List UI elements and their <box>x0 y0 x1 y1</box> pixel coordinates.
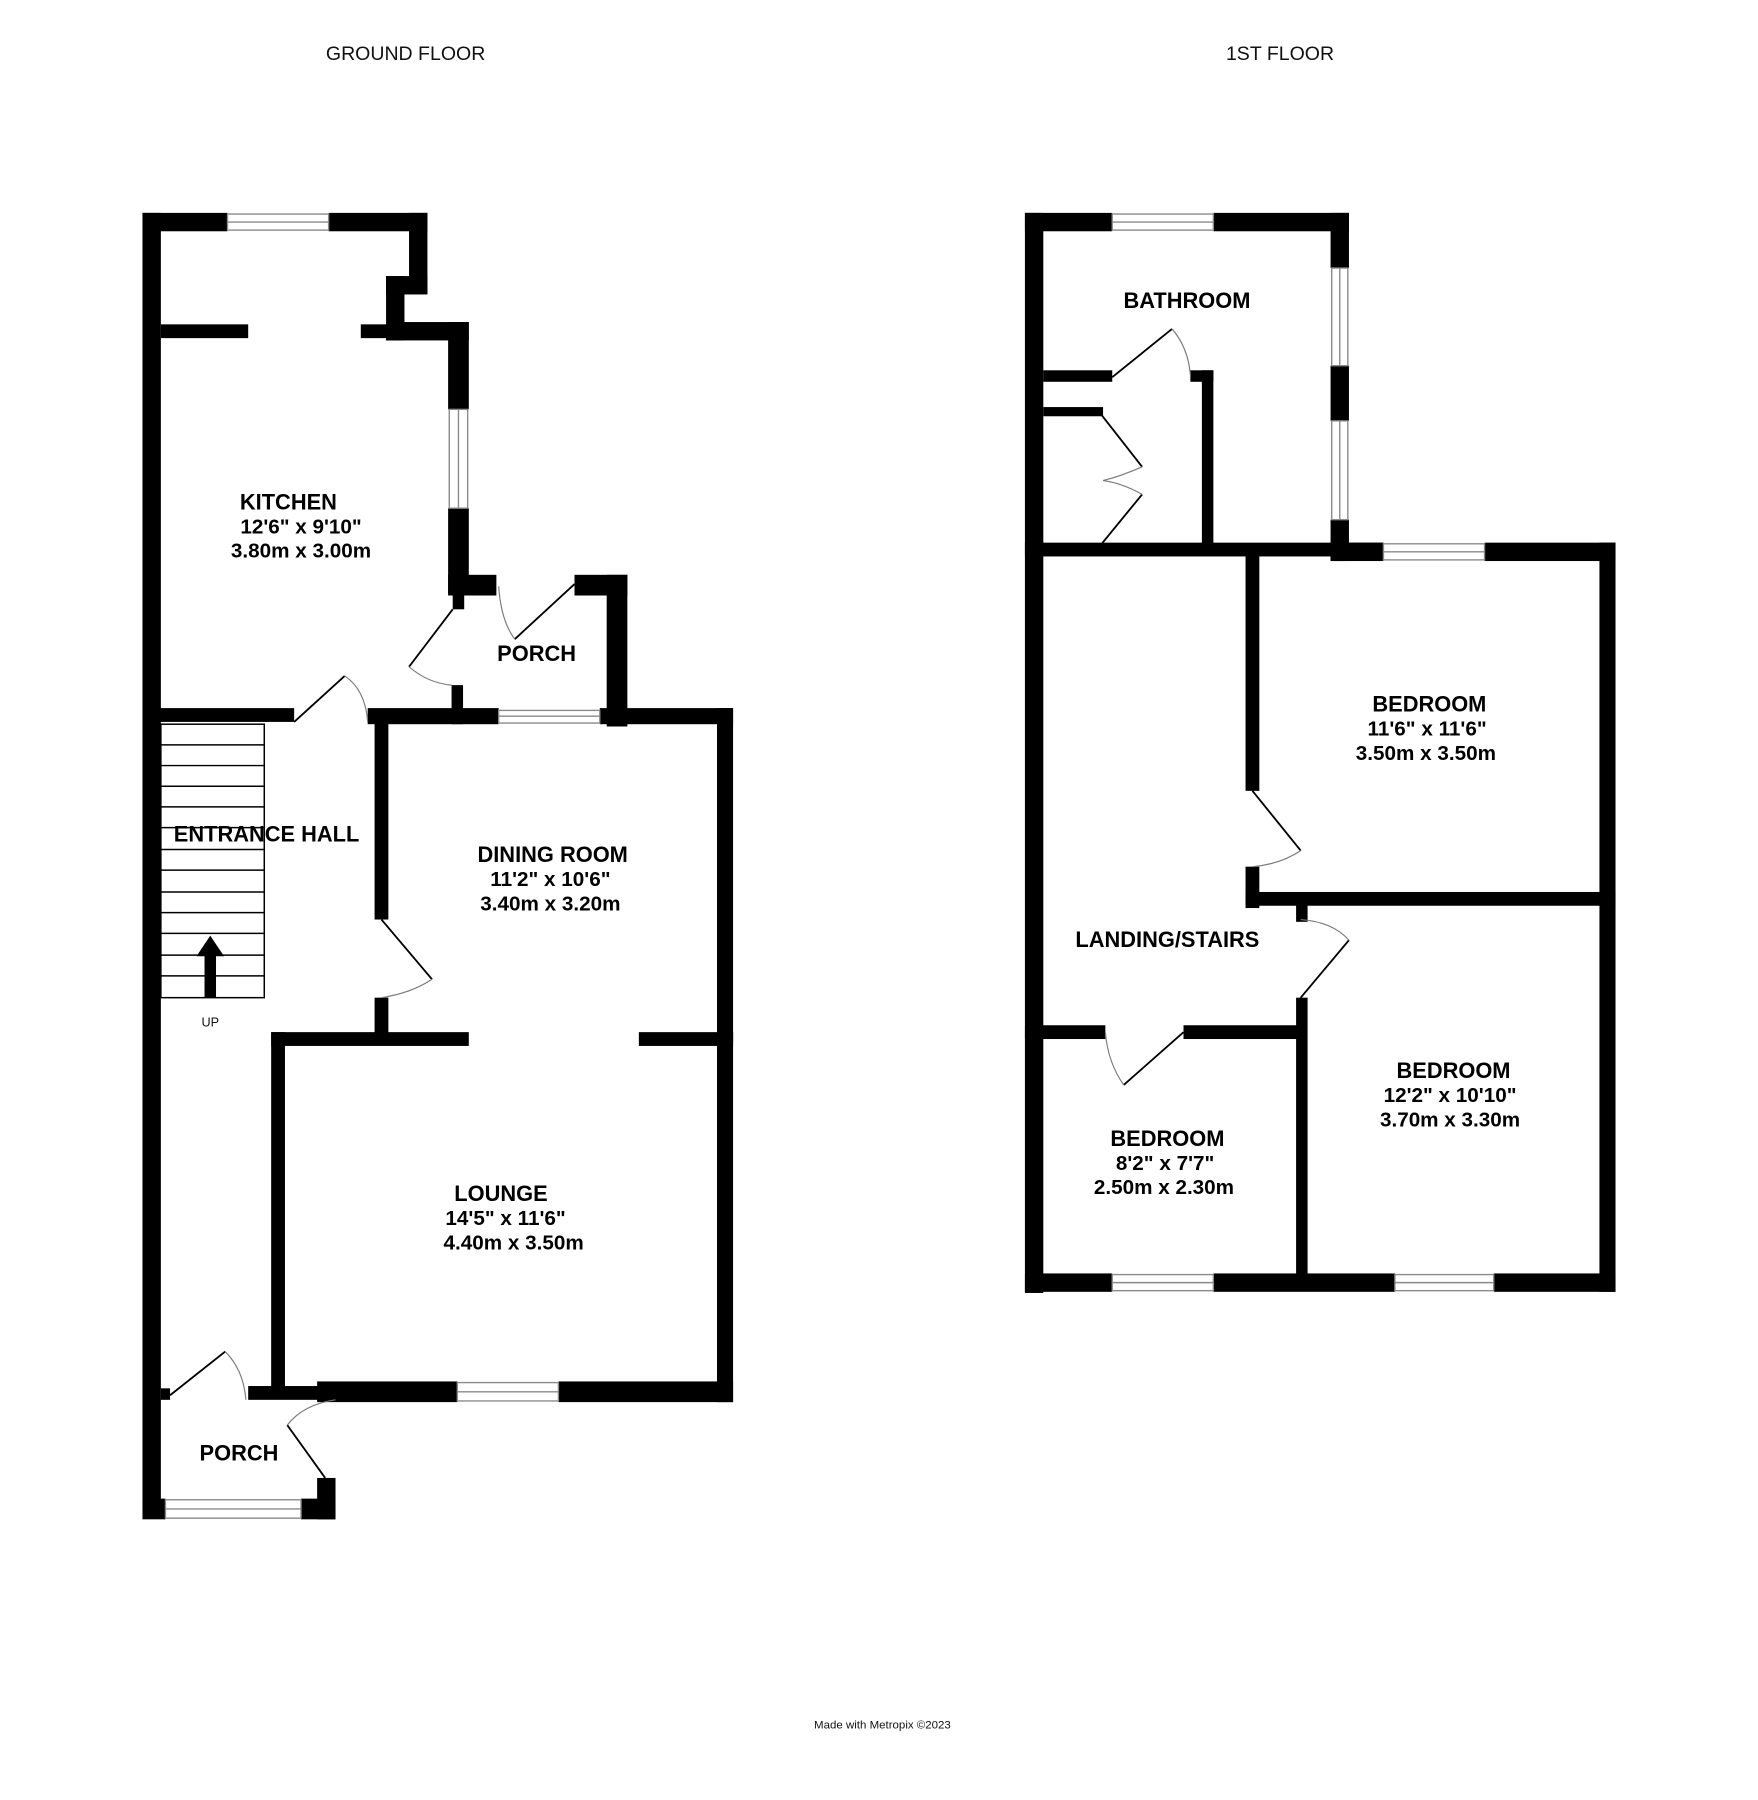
bedroom3-window <box>1111 1273 1215 1292</box>
bedroom2-door[interactable] <box>1299 918 1350 999</box>
rear-porch-outer-door[interactable] <box>498 583 576 640</box>
bathroom-side-window-lower <box>1331 420 1349 521</box>
room-dim-imperial: 11'6" x 11'6" <box>1368 718 1487 741</box>
room-name: PORCH <box>200 1441 279 1466</box>
room-dim-metric: 2.50m x 2.30m <box>1094 1176 1234 1199</box>
room-dim-metric: 3.40m x 3.20m <box>480 892 620 915</box>
first-floor-plan: BATHROOM BEDROOM 11'6" x 11'6" 3.50m x 3… <box>1024 212 1616 1293</box>
first-floor-title: 1ST FLOOR <box>1226 43 1334 65</box>
room-lounge: LOUNGE 14'5" x 11'6" 4.40m x 3.50m <box>444 1181 584 1254</box>
room-dim-imperial: 12'2" x 10'10" <box>1384 1084 1517 1107</box>
room-name: LANDING/STAIRS <box>1075 927 1259 952</box>
room-entrance-hall: ENTRANCE HALL <box>174 821 360 846</box>
room-dim-imperial: 11'2" x 10'6" <box>490 868 610 891</box>
hall-porch-door[interactable] <box>169 1350 247 1400</box>
front-door[interactable] <box>286 1399 336 1479</box>
room-name: BATHROOM <box>1123 288 1250 313</box>
room-name: PORCH <box>497 641 576 666</box>
bedroom3-door[interactable] <box>1104 1031 1185 1086</box>
bedroom2-window <box>1394 1273 1495 1292</box>
room-dim-metric: 4.40m x 3.50m <box>444 1231 584 1254</box>
room-name: BEDROOM <box>1372 692 1486 717</box>
room-porch-front: PORCH <box>200 1441 279 1466</box>
cupboard-bifold-door[interactable] <box>1100 413 1143 546</box>
credit-footer: Made with Metropix ©2023 <box>814 1719 951 1731</box>
room-bathroom: BATHROOM <box>1123 288 1250 313</box>
room-bedroom-3: BEDROOM 8'2" x 7'7" 2.50m x 2.30m <box>1094 1126 1234 1199</box>
stairs-up-label: UP <box>201 1015 219 1029</box>
room-name: BEDROOM <box>1110 1126 1224 1151</box>
bathroom-side-window-upper <box>1331 267 1349 367</box>
room-dim-imperial: 12'6" x 9'10" <box>240 515 361 538</box>
room-dim-metric: 3.50m x 3.50m <box>1356 742 1496 765</box>
bedroom1-door[interactable] <box>1251 790 1302 868</box>
room-dim-metric: 3.70m x 3.30m <box>1380 1108 1520 1131</box>
dining-room-door[interactable] <box>380 918 433 999</box>
room-dim-imperial: 14'5" x 11'6" <box>445 1207 565 1230</box>
room-dim-imperial: 8'2" x 7'7" <box>1116 1152 1214 1175</box>
bathroom-door[interactable] <box>1111 328 1191 378</box>
room-porch-rear: PORCH <box>497 641 576 666</box>
room-name: BEDROOM <box>1397 1058 1511 1083</box>
kitchen-door[interactable] <box>293 675 369 723</box>
bedroom1-window <box>1382 543 1486 561</box>
ground-floor-title: GROUND FLOOR <box>326 43 485 65</box>
room-dining: DINING ROOM 11'2" x 10'6" 3.40m x 3.20m <box>477 842 627 915</box>
kitchen-side-window <box>448 408 469 509</box>
front-porch-window <box>164 1499 302 1519</box>
room-name: DINING ROOM <box>477 842 627 867</box>
room-bedroom-1: BEDROOM 11'6" x 11'6" 3.50m x 3.50m <box>1356 692 1496 765</box>
room-dim-metric: 3.80m x 3.00m <box>231 540 371 563</box>
lounge-window <box>456 1381 560 1402</box>
room-kitchen: KITCHEN 12'6" x 9'10" 3.80m x 3.00m <box>231 489 371 562</box>
porch-window <box>497 709 601 724</box>
room-landing: LANDING/STAIRS <box>1075 927 1259 952</box>
room-bedroom-2: BEDROOM 12'2" x 10'10" 3.70m x 3.30m <box>1380 1058 1520 1131</box>
rear-porch-inner-door[interactable] <box>408 608 454 686</box>
ground-floor-plan: UP KITCHEN 12'6" x 9'10" 3.80m x 3.00m P… <box>142 212 734 1520</box>
room-name: ENTRANCE HALL <box>174 821 360 846</box>
kitchen-window <box>226 213 330 231</box>
room-name: LOUNGE <box>454 1181 547 1206</box>
bathroom-window <box>1111 213 1215 231</box>
room-name: KITCHEN <box>240 489 337 514</box>
stairs-up-arrow-icon <box>196 935 225 998</box>
